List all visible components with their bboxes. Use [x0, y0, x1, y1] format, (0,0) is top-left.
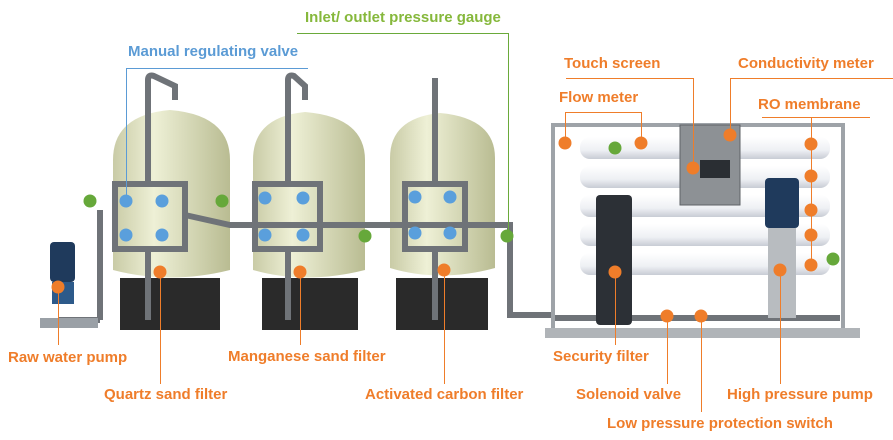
conductivity-leader-v [730, 78, 731, 135]
security-filter-marker [608, 265, 622, 279]
quartz-leader [160, 272, 161, 384]
label-inlet-outlet-gauge: Inlet/ outlet pressure gauge [305, 9, 501, 26]
ro-membrane-marker [804, 258, 818, 272]
valve-marker [119, 228, 133, 242]
gauge-leader-h [297, 33, 509, 34]
carbon-leader [444, 270, 445, 384]
valve-marker [296, 191, 310, 205]
valve-marker [258, 191, 272, 205]
gauge-marker [826, 252, 840, 266]
flow-leader-v2 [641, 112, 642, 143]
valve-marker [258, 228, 272, 242]
ro-membrane-marker [804, 137, 818, 151]
gauge-marker [215, 194, 229, 208]
ro-leader-h [762, 117, 870, 118]
touch-leader-h [566, 78, 693, 79]
raw-water-pump-marker [51, 280, 65, 294]
label-high-pressure-pump: High pressure pump [727, 386, 873, 403]
label-quartz-filter: Quartz sand filter [104, 386, 228, 403]
quartz-sand-tank [113, 110, 230, 330]
flow-leader-h [565, 112, 642, 113]
label-manganese-filter: Manganese sand filter [228, 348, 386, 365]
flow-meter-marker [558, 136, 572, 150]
raw-water-pump-body [40, 242, 98, 328]
flow-meter-marker [634, 136, 648, 150]
valve-marker [119, 194, 133, 208]
label-solenoid-valve: Solenoid valve [576, 386, 682, 403]
label-security-filter: Security filter [553, 348, 649, 365]
label-carbon-filter: Activated carbon filter [365, 386, 524, 403]
valve-marker [443, 226, 457, 240]
label-conductivity-meter: Conductivity meter [738, 55, 874, 72]
valve-marker [155, 228, 169, 242]
label-touch-screen: Touch screen [564, 55, 661, 72]
label-ro-membrane: RO membrane [758, 96, 861, 113]
pump-leader [58, 287, 59, 345]
label-manual-valve: Manual regulating valve [128, 43, 299, 60]
manganese-filter-marker [293, 265, 307, 279]
gauge-leader-v [508, 33, 509, 236]
valve-marker [408, 190, 422, 204]
gauge-marker [83, 194, 97, 208]
ro-leader-v [811, 117, 812, 265]
valve-marker [155, 194, 169, 208]
gauge-marker [358, 229, 372, 243]
high-pressure-pump-marker [773, 263, 787, 277]
label-low-pressure-switch: Low pressure protection switch [607, 415, 833, 432]
valve-marker [296, 228, 310, 242]
manganese-sand-tank [253, 112, 365, 330]
label-flow-meter: Flow meter [559, 89, 639, 106]
carbon-filter-marker [437, 263, 451, 277]
quartz-filter-marker [153, 265, 167, 279]
lp-switch-leader [701, 316, 702, 412]
ro-membrane-marker [804, 203, 818, 217]
manganese-leader [300, 272, 301, 345]
security-leader [615, 272, 616, 345]
valve-leader-h [126, 68, 308, 69]
solenoid-valve-marker [660, 309, 674, 323]
conductivity-meter-marker [723, 128, 737, 142]
valve-leader-v [126, 68, 127, 201]
gauge-marker [500, 229, 514, 243]
touch-leader-v [693, 78, 694, 168]
flow-leader-v1 [565, 112, 566, 143]
valve-marker [408, 226, 422, 240]
gauge-marker [608, 141, 622, 155]
ro-membrane-marker [804, 228, 818, 242]
hp-pump-leader [780, 270, 781, 384]
conductivity-leader-h [730, 78, 893, 79]
solenoid-leader [667, 316, 668, 384]
valve-marker [443, 190, 457, 204]
ro-membrane-marker [804, 169, 818, 183]
low-pressure-switch-marker [694, 309, 708, 323]
touch-screen-marker [686, 161, 700, 175]
ro-skid [545, 123, 860, 338]
label-raw-water-pump: Raw water pump [8, 349, 128, 366]
